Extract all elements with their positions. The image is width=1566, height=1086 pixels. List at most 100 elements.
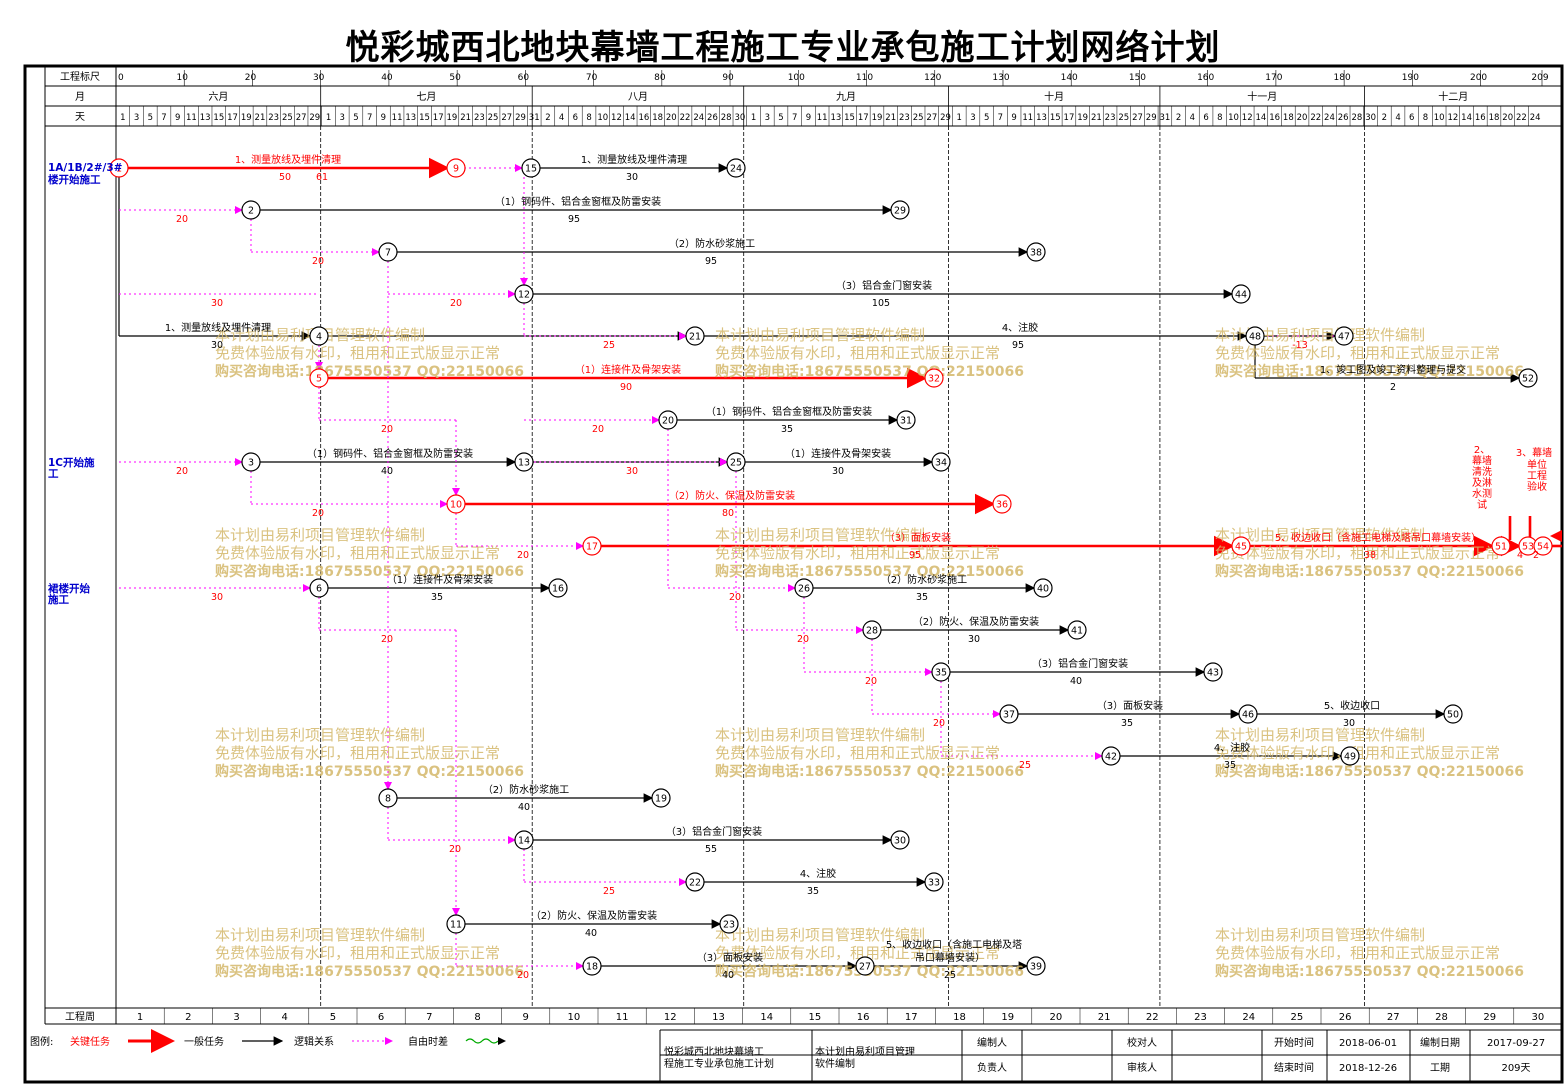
node-number: 52 xyxy=(1522,374,1534,385)
month-label: 月 xyxy=(75,91,85,103)
ruler-tick-label: 200 xyxy=(1470,73,1487,83)
task-label: 1、竣工图及竣工资料整理与提交 xyxy=(1320,363,1466,376)
node-52: 52 xyxy=(1518,368,1538,388)
month-name: 七月 xyxy=(416,91,436,103)
duration-label: 20 xyxy=(592,424,604,435)
node-number: 23 xyxy=(723,920,735,931)
node-34: 34 xyxy=(931,452,951,472)
watermark-line: 购买咨询电话:18675550537 QQ:22150066 xyxy=(1215,963,1524,980)
day-number: 27 xyxy=(296,113,307,123)
week-number: 6 xyxy=(378,1012,384,1023)
node-number: 48 xyxy=(1249,332,1261,343)
watermark-line: 购买咨询电话:18675550537 QQ:22150066 xyxy=(215,763,524,780)
node-49: 49 xyxy=(1340,746,1360,766)
node-number: 10 xyxy=(450,500,462,511)
duration-label: 30 xyxy=(626,172,638,183)
watermark-line: 本计划由易利项目管理软件编制 xyxy=(215,526,425,544)
month-name: 十月 xyxy=(1044,90,1064,103)
task-label: （3）面板安装 xyxy=(697,951,763,964)
day-number: 29 xyxy=(309,113,320,123)
watermark-line: 本计划由易利项目管理软件编制 xyxy=(1215,726,1425,744)
duration-label: 35 xyxy=(916,592,928,603)
day-number: 1 xyxy=(120,113,125,123)
duration-label: 50 xyxy=(279,172,291,183)
node-21: 21 xyxy=(685,326,705,346)
watermark-line: 本计划由易利项目管理软件编制 xyxy=(1215,926,1425,944)
task-label: （2）防火、保温及防雷安装 xyxy=(531,909,657,922)
node-number: 51 xyxy=(1495,542,1507,553)
day-number: 1 xyxy=(957,113,962,123)
day-number: 8 xyxy=(1217,113,1222,123)
node-number: 45 xyxy=(1235,542,1247,553)
day-number: 17 xyxy=(227,113,238,123)
task-label: 4、注胶 xyxy=(800,867,836,880)
watermark-line: 本计划由易利项目管理软件编制 xyxy=(715,926,925,944)
day-number: 3 xyxy=(134,113,139,123)
day-number: 26 xyxy=(707,113,718,123)
watermark: 本计划由易利项目管理软件编制免费体验版有水印，租用和正式版显示正常购买咨询电话:… xyxy=(1215,926,1524,980)
day-number: 11 xyxy=(186,113,197,123)
node-number: 29 xyxy=(894,206,906,217)
node-number: 3 xyxy=(248,458,254,469)
ruler-tick-label: 120 xyxy=(924,73,941,83)
day-number: 10 xyxy=(1228,113,1239,123)
footer-checker-label: 校对人 xyxy=(1127,1036,1157,1049)
node-number: 34 xyxy=(935,458,947,469)
watermark-line: 购买咨询电话:18675550537 QQ:22150066 xyxy=(215,563,524,580)
node-40: 40 xyxy=(1033,578,1053,598)
day-number: 18 xyxy=(652,113,663,123)
legend-free-arrowhead xyxy=(498,1037,506,1045)
week-number: 3 xyxy=(233,1012,239,1023)
page-title: 悦彩城西北地块幕墙工程施工专业承包施工计划网络计划 xyxy=(345,28,1221,68)
ruler-tick-label: 90 xyxy=(722,73,734,83)
node-18: 18 xyxy=(582,956,602,976)
node-10: 10 xyxy=(446,494,466,514)
node-circle xyxy=(514,452,534,472)
duration-label: 4 xyxy=(1517,550,1523,561)
side-label: 施工 xyxy=(48,593,69,606)
duration-label: 20 xyxy=(450,298,462,309)
watermark-line: 本计划由易利项目管理软件编制 xyxy=(715,526,925,544)
day-number: 19 xyxy=(1077,113,1088,123)
day-number: 24 xyxy=(1530,113,1541,123)
node-circle xyxy=(582,956,602,976)
node-6: 6 xyxy=(309,578,329,598)
node-circle xyxy=(241,200,261,220)
duration-label: 35 xyxy=(781,424,793,435)
node-23: 23 xyxy=(719,914,739,934)
node-number: 6 xyxy=(316,584,322,595)
node-number: 11 xyxy=(450,920,462,931)
node-circle xyxy=(1443,704,1463,724)
side-label: 1C开始施 xyxy=(48,456,95,469)
day-number: 21 xyxy=(885,113,896,123)
week-number: 13 xyxy=(712,1012,725,1023)
task-label-vertical: 及淋 xyxy=(1472,476,1492,489)
watermark-line: 免费体验版有水印，租用和正式版显示正常 xyxy=(215,944,500,962)
month-name: 十二月 xyxy=(1438,90,1468,103)
duration-label: 55 xyxy=(705,844,717,855)
week-number: 18 xyxy=(953,1012,966,1023)
task-label-vertical: 单位 xyxy=(1527,458,1547,471)
node-number: 27 xyxy=(859,962,871,973)
legend-logic-label: 逻辑关系 xyxy=(294,1035,334,1048)
day-number: 5 xyxy=(984,113,989,123)
node-circle xyxy=(1231,284,1251,304)
node-circle xyxy=(931,662,951,682)
task-label: （3）铝合金门窗安装 xyxy=(836,279,932,292)
legend-free-wave xyxy=(465,1038,499,1044)
node-7: 7 xyxy=(378,242,398,262)
node-25: 25 xyxy=(726,452,746,472)
day-number: 9 xyxy=(381,113,386,123)
day-number: 5 xyxy=(148,113,153,123)
node-1: 1 xyxy=(109,158,129,178)
duration-label: 20 xyxy=(176,214,188,225)
ruler-tick-label: 190 xyxy=(1402,73,1419,83)
node-circle xyxy=(726,452,746,472)
node-circle xyxy=(1231,536,1251,556)
node-circle xyxy=(890,200,910,220)
day-number: 27 xyxy=(926,113,937,123)
duration-label: 30 xyxy=(626,466,638,477)
node-29: 29 xyxy=(890,200,910,220)
ruler-tick-label: 140 xyxy=(1061,73,1078,83)
watermark-line: 免费体验版有水印，租用和正式版显示正常 xyxy=(1215,944,1500,962)
